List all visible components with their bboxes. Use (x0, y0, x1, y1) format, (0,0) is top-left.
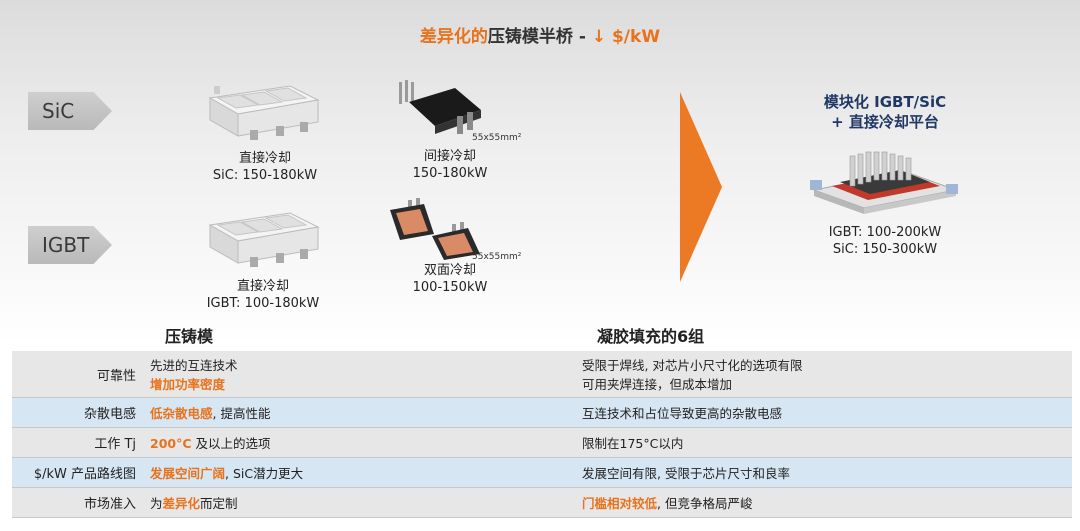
igbt-double-caption: 双面冷却 100-150kW (412, 263, 488, 295)
title-main: 压铸模半桥 - (487, 27, 592, 47)
row-right-cell: 发展空间有限, 受限于芯片尺寸和良率 (582, 466, 790, 481)
row-right-cell: 受限于焊线, 对芯片小尺寸化的选项有限 可用夹焊连接，但成本增加 (582, 358, 803, 392)
title-highlight-1: 差异化的 (419, 27, 488, 47)
sic-direct-caption: 直接冷却 SiC: 150-180kW (212, 151, 318, 183)
row-right-cell: 互连技术和占位导致更高的杂散电感 (582, 406, 783, 421)
platform-module-image (810, 150, 960, 220)
table-row: 市场准入 为差异化而定制 门槛相对较低, 但竞争格局严峻 (12, 488, 1072, 518)
sic-indirect-size: 55x55mm² (472, 133, 522, 143)
row-key: $/kW 产品路线图 (33, 467, 136, 482)
igbt-double-size: 55x55mm² (472, 252, 522, 262)
platform-ratings: IGBT: 100-200kW SiC: 150-300kW (828, 225, 942, 257)
column-header-right: 凝胶填充的6组 (597, 327, 705, 346)
table-row: $/kW 产品路线图 发展空间广阔, SiC潜力更大 发展空间有限, 受限于芯片… (12, 458, 1072, 488)
row-left-cell: 低杂散电感, 提高性能 (150, 406, 271, 421)
igbt-direct-caption: 直接冷却 IGBT: 100-180kW (206, 279, 320, 311)
row-right-cell: 门槛相对较低, 但竞争格局严峻 (582, 496, 753, 511)
igbt-direct-module-image (200, 205, 320, 275)
row-left-cell: 200°C 及以上的选项 (150, 436, 271, 451)
row-key: 市场准入 (83, 497, 136, 512)
row-left-cell: 先进的互连技术 增加功率密度 (150, 358, 238, 392)
row-right-cell: 限制在175°C以内 (582, 436, 684, 451)
sic-indirect-caption: 间接冷却 150-180kW (412, 149, 488, 181)
row-key: 工作 Tj (94, 437, 136, 452)
column-header-left: 压铸模 (165, 327, 214, 346)
igbt-tag: IGBT (28, 226, 112, 264)
orange-arrow-icon (680, 92, 722, 282)
title-highlight-2: ↓ $/kW (591, 27, 661, 47)
platform-title: 模块化 IGBT/SiC + 直接冷却平台 (823, 93, 947, 131)
table-row: 工作 Tj 200°C 及以上的选项 限制在175°C以内 (12, 428, 1072, 458)
row-key: 可靠性 (96, 368, 136, 384)
row-left-cell: 为差异化而定制 (150, 496, 238, 511)
sic-direct-module-image (200, 78, 320, 148)
sic-tag: SiC (28, 92, 112, 130)
table-row: 杂散电感 低杂散电感, 提高性能 互连技术和占位导致更高的杂散电感 (12, 398, 1072, 428)
row-key: 杂散电感 (83, 407, 136, 422)
sic-indirect-module-image (395, 80, 485, 142)
slide-title: 差异化的压铸模半桥 - ↓ $/kW (0, 22, 1080, 47)
igbt-double-module-image (388, 196, 488, 262)
comparison-table: 可靠性 先进的互连技术 增加功率密度 受限于焊线, 对芯片小尺寸化的选项有限 可… (12, 351, 1072, 518)
row-left-cell: 发展空间广阔, SiC潜力更大 (150, 466, 304, 481)
table-row: 可靠性 先进的互连技术 增加功率密度 受限于焊线, 对芯片小尺寸化的选项有限 可… (12, 351, 1072, 398)
